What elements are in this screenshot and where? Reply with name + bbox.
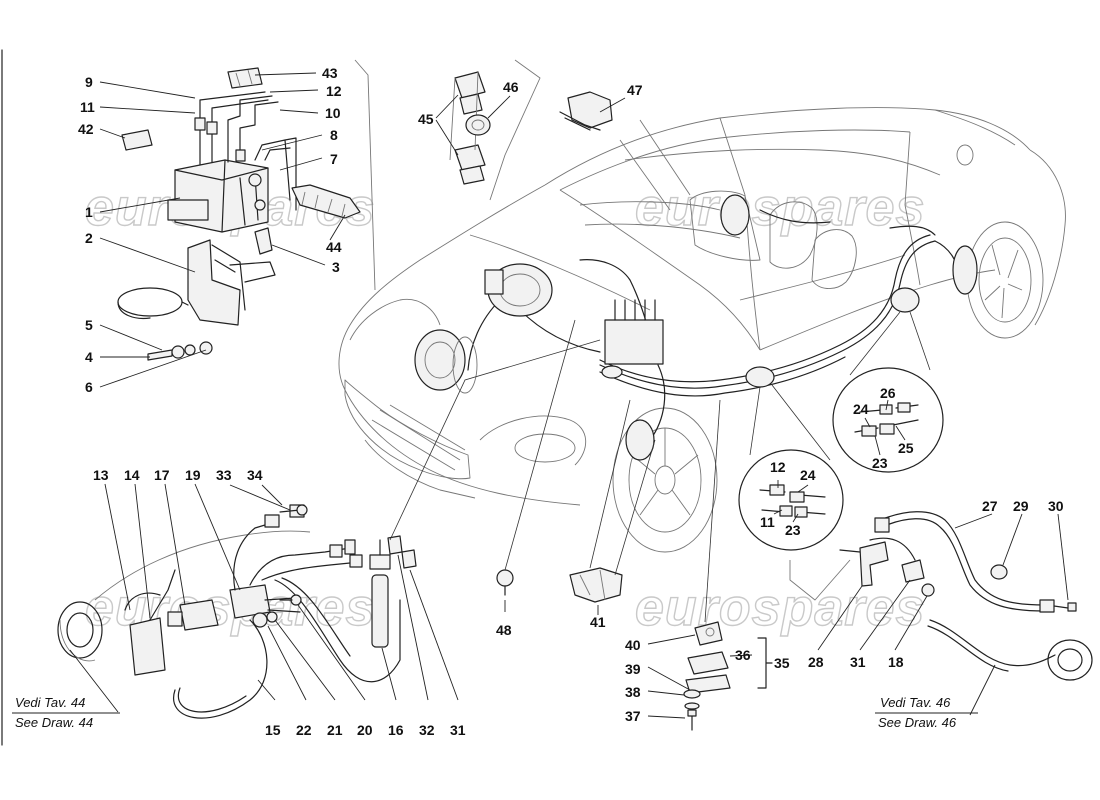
- callout-47: 47: [627, 82, 643, 98]
- detail-callout-23b: 23: [872, 455, 888, 471]
- detail-callout-24: 24: [800, 467, 816, 483]
- abs-module-group: [117, 59, 376, 361]
- callout-28: 28: [808, 654, 824, 670]
- callout-36: 36: [735, 647, 751, 663]
- callout-33: 33: [216, 467, 232, 483]
- callout-2: 2: [85, 230, 93, 246]
- callout-20: 20: [357, 722, 373, 738]
- callout-15: 15: [265, 722, 281, 738]
- callout-8: 8: [330, 127, 338, 143]
- drawing-references: Vedi Tav. 44 See Draw. 44 Vedi Tav. 46 S…: [12, 695, 978, 730]
- detail-callout-23: 23: [785, 522, 801, 538]
- callout-10: 10: [325, 105, 341, 121]
- callout-43: 43: [322, 65, 338, 81]
- callout-42: 42: [78, 121, 94, 137]
- callout-40: 40: [625, 637, 641, 653]
- callout-12: 12: [326, 83, 342, 99]
- lower-middle-parts: [389, 319, 773, 731]
- callout-22: 22: [296, 722, 312, 738]
- callout-31: 31: [450, 722, 466, 738]
- callout-37: 37: [625, 708, 641, 724]
- lower-right-group: [789, 511, 1093, 681]
- callout-34: 34: [247, 467, 263, 483]
- callout-4: 4: [85, 349, 93, 365]
- lower-left-group: [57, 504, 417, 719]
- ref-right-it: Vedi Tav. 46: [880, 695, 951, 710]
- callout-21: 21: [327, 722, 343, 738]
- callout-1: 1: [85, 204, 93, 220]
- detail-callout-25: 25: [898, 440, 914, 456]
- watermark-4: eurospares: [635, 579, 925, 637]
- callout-35: 35: [774, 655, 790, 671]
- callout-11: 11: [80, 99, 95, 115]
- top-middle-parts: [449, 59, 691, 211]
- callout-48: 48: [496, 622, 512, 638]
- callout-18: 18: [888, 654, 904, 670]
- callout-38: 38: [625, 684, 641, 700]
- brake-lines-on-car: [414, 194, 978, 461]
- detail-callout-24b: 24: [853, 401, 869, 417]
- callout-numbers: 9 11 42 43 12 10 8 7 1 2 3 44 5 4 6 45 4…: [78, 65, 1064, 738]
- callout-6: 6: [85, 379, 93, 395]
- callout-39: 39: [625, 661, 641, 677]
- car-body-drawing: [338, 107, 1066, 553]
- detail-callout-12: 12: [770, 459, 786, 475]
- callout-30: 30: [1048, 498, 1064, 514]
- callout-19: 19: [185, 467, 201, 483]
- ref-left-en: See Draw. 44: [15, 715, 93, 730]
- callout-16: 16: [388, 722, 404, 738]
- detail-callout-26: 26: [880, 385, 896, 401]
- callout-32: 32: [419, 722, 435, 738]
- ref-left-it: Vedi Tav. 44: [15, 695, 85, 710]
- callout-3: 3: [332, 259, 340, 275]
- callout-41: 41: [590, 614, 606, 630]
- callout-14: 14: [124, 467, 140, 483]
- callout-5: 5: [85, 317, 93, 333]
- callout-17: 17: [154, 467, 170, 483]
- callout-44: 44: [326, 239, 342, 255]
- callout-27: 27: [982, 498, 998, 514]
- watermark-2: eurospares: [635, 179, 925, 237]
- callout-45: 45: [418, 111, 434, 127]
- callout-13: 13: [93, 467, 109, 483]
- leader-lines: [69, 72, 1069, 719]
- detail-circles: [738, 311, 944, 551]
- callout-46: 46: [503, 79, 519, 95]
- detail-callout-11: 11: [760, 514, 775, 530]
- ref-right-en: See Draw. 46: [878, 715, 957, 730]
- callout-31-right: 31: [850, 654, 866, 670]
- callout-9: 9: [85, 74, 93, 90]
- callout-29: 29: [1013, 498, 1029, 514]
- callout-7: 7: [330, 151, 338, 167]
